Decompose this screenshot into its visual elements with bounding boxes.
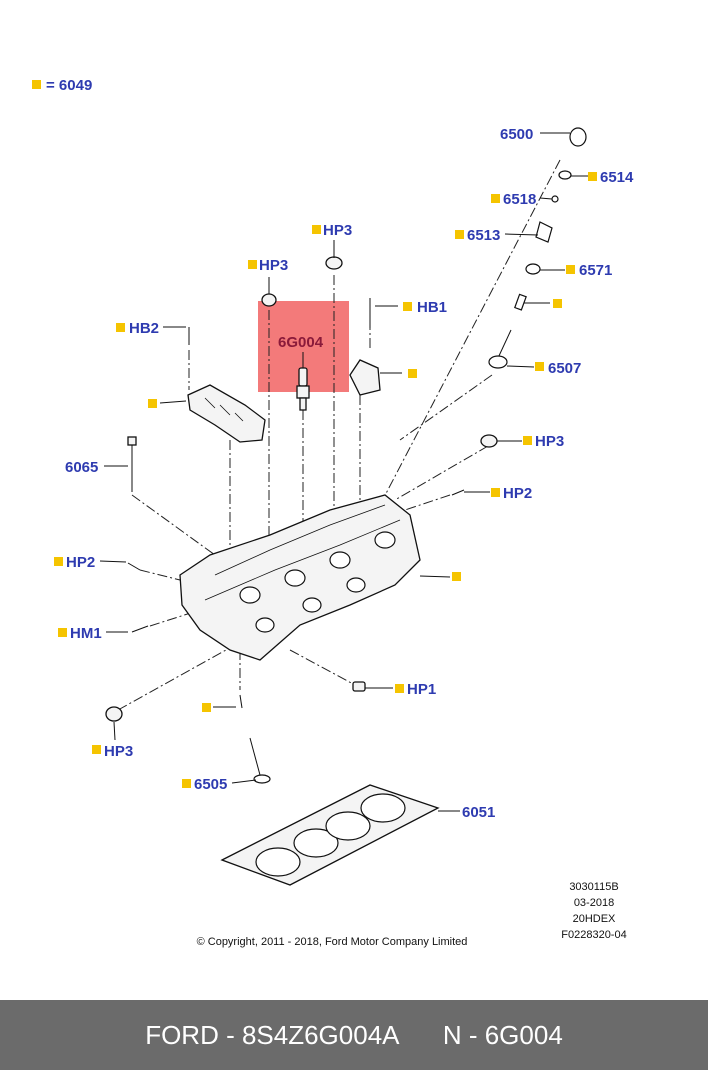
label-6507: 6507	[548, 360, 581, 377]
label-6505: 6505	[194, 776, 227, 793]
part-6g004	[296, 367, 310, 411]
bolts	[127, 298, 465, 784]
label-hp1: HP1	[407, 681, 436, 698]
label-hp3-top-left: HP3	[259, 257, 288, 274]
info-line-1: 3030115B	[569, 881, 618, 893]
info-line-3: 20HDEX	[573, 913, 616, 925]
legend-text: = 6049	[46, 77, 92, 94]
label-leaders	[99, 132, 590, 812]
label-6571: 6571	[579, 262, 612, 279]
label-6051: 6051	[462, 804, 495, 821]
footer-spacer	[400, 1020, 443, 1051]
label-hb2: HB2	[129, 320, 159, 337]
info-line-2: 03-2018	[574, 897, 614, 909]
label-hm1: HM1	[70, 625, 102, 642]
info-line-4: F0228320-04	[561, 929, 626, 941]
label-hp3-right: HP3	[535, 433, 564, 450]
label-hp2-left: HP2	[66, 554, 95, 571]
label-hp2-right: HP2	[503, 485, 532, 502]
label-hp3-bottom: HP3	[104, 743, 133, 760]
bearing-caps	[187, 359, 381, 443]
footer-reference: N - 6G004	[442, 1019, 563, 1050]
label-6065: 6065	[65, 459, 98, 476]
label-6514: 6514	[600, 169, 634, 186]
label-6513: 6513	[467, 227, 500, 244]
footer-part-number: FORD - 8S4Z6G004A	[145, 1019, 400, 1050]
label-hb1: HB1	[417, 299, 447, 316]
legend-marker	[32, 80, 41, 89]
label-6518: 6518	[503, 191, 536, 208]
footer-bar: FORD - 8S4Z6G004A N - 6G004	[0, 1000, 708, 1070]
cylinder-head	[179, 494, 421, 661]
copyright-text: © Copyright, 2011 - 2018, Ford Motor Com…	[197, 936, 468, 948]
highlight-label: 6G004	[278, 334, 324, 351]
label-hp3-top-right: HP3	[323, 222, 352, 239]
exploded-parts-diagram: = 6049 6G004	[32, 77, 634, 948]
head-gasket	[220, 784, 440, 886]
part-markers	[54, 172, 597, 788]
valve-train-parts	[488, 127, 587, 369]
alignment-lines	[117, 159, 561, 711]
caps-and-seals	[105, 256, 498, 722]
label-6500: 6500	[500, 126, 533, 143]
